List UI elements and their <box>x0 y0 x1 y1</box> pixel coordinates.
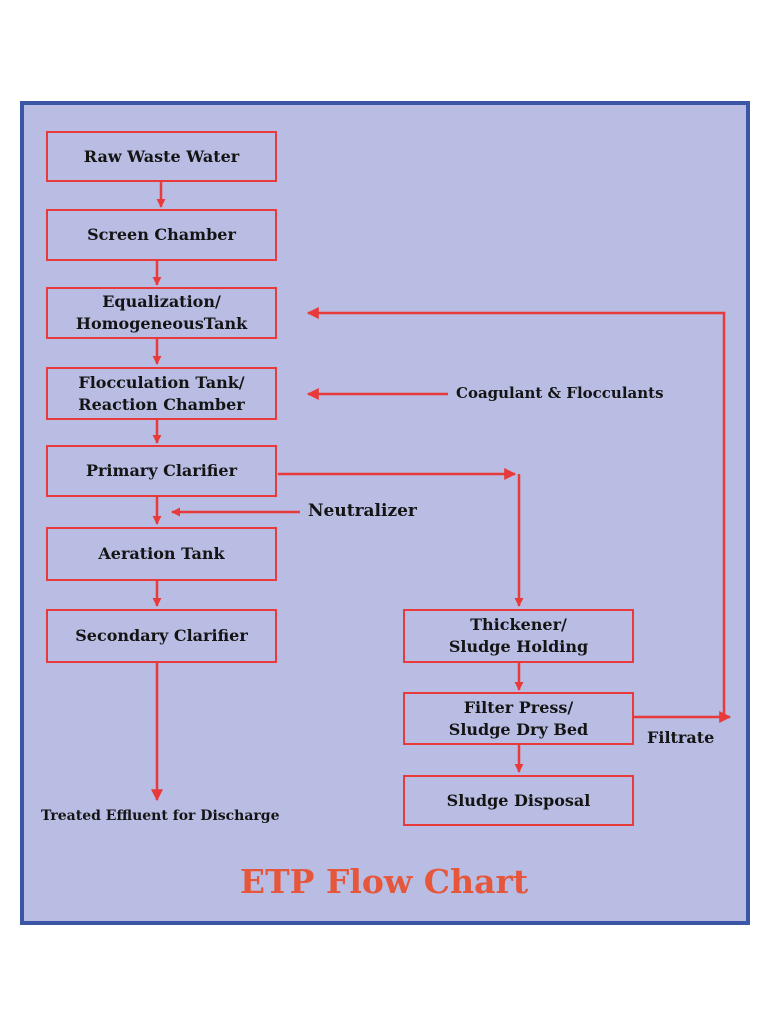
box-screen-chamber: Screen Chamber <box>46 209 277 261</box>
label-filtrate: Filtrate <box>647 728 715 747</box>
box-raw-waste-water: Raw Waste Water <box>46 131 277 182</box>
diagram-frame <box>20 101 750 925</box>
box-filter-press: Filter Press/ Sludge Dry Bed <box>403 692 634 745</box>
box-aeration-tank: Aeration Tank <box>46 527 277 581</box>
box-secondary-clarifier: Secondary Clarifier <box>46 609 277 663</box>
label-neutralizer: Neutralizer <box>308 501 417 521</box>
box-primary-clarifier: Primary Clarifier <box>46 445 277 497</box>
box-flocculation-tank: Flocculation Tank/ Reaction Chamber <box>46 367 277 420</box>
box-equalization-tank: Equalization/ HomogeneousTank <box>46 287 277 339</box>
label-coagulant-flocculants: Coagulant & Flocculants <box>456 384 664 402</box>
box-sludge-disposal: Sludge Disposal <box>403 775 634 826</box>
chart-title: ETP Flow Chart <box>239 862 529 901</box>
box-thickener: Thickener/ Sludge Holding <box>403 609 634 663</box>
arrow-filtrate-return <box>306 307 726 717</box>
label-treated-effluent: Treated Effluent for Discharge <box>41 808 280 824</box>
